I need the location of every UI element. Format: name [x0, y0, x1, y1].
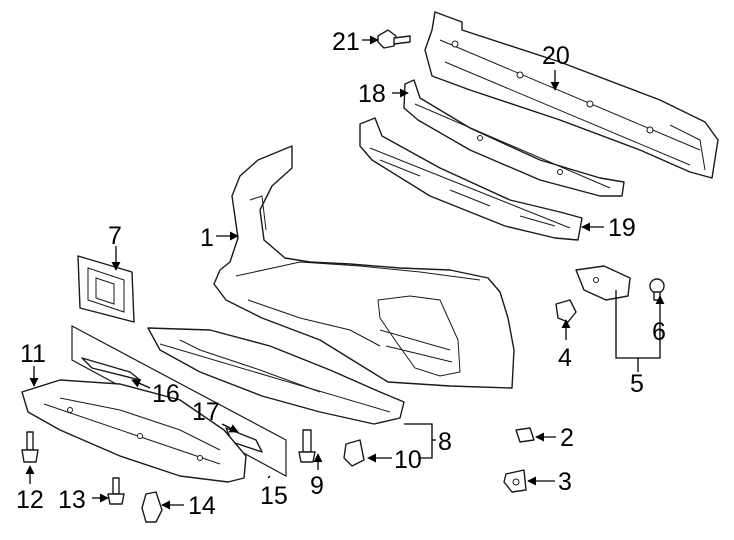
- callout-19: 19: [608, 214, 636, 242]
- part-2-nut: [515, 427, 535, 443]
- callout-labels: 1 2 3 4 5 6 7 8 9 10 11 12 13 14 15 16 1…: [16, 28, 666, 520]
- part-6-push-pin: [649, 278, 665, 301]
- part-19-lower-absorber: [359, 117, 583, 241]
- part-13-bolt: [107, 477, 125, 505]
- callout-14: 14: [188, 492, 216, 520]
- part-21-bolt: [377, 29, 411, 49]
- leader-lines: [25, 35, 665, 510]
- callout-7: 7: [108, 222, 122, 250]
- callout-8: 8: [438, 428, 452, 456]
- part-7-license-bracket: [77, 255, 135, 323]
- part-8-lower-spoiler: [147, 327, 405, 425]
- part-4-clip: [555, 299, 577, 323]
- callout-9: 9: [310, 472, 324, 500]
- part-15-panel-outline: [71, 325, 287, 478]
- part-11-under-cover: [21, 379, 247, 483]
- callout-21: 21: [332, 28, 360, 56]
- callout-11: 11: [20, 340, 46, 368]
- callout-4: 4: [558, 344, 572, 372]
- part-18-upper-absorber: [403, 79, 625, 197]
- callout-16: 16: [152, 380, 180, 408]
- callout-18: 18: [358, 80, 386, 108]
- part-9-bolt: [298, 429, 316, 463]
- part-20-reinforcement-bar: [424, 11, 719, 179]
- part-5-side-bracket: [575, 265, 631, 301]
- callout-3: 3: [558, 468, 572, 496]
- callout-13: 13: [58, 486, 86, 514]
- part-12-bolt: [21, 431, 39, 463]
- callout-6: 6: [652, 318, 666, 346]
- callout-12: 12: [16, 486, 44, 514]
- part-1-bumper-cover: [213, 145, 515, 389]
- callout-15: 15: [260, 482, 288, 510]
- callout-1: 1: [200, 224, 214, 252]
- part-14-clip: [141, 491, 163, 523]
- callout-10: 10: [394, 446, 422, 474]
- callout-20: 20: [542, 42, 570, 70]
- callout-2: 2: [560, 424, 574, 452]
- part-10-clip: [343, 439, 365, 467]
- part-3-bracket: [503, 469, 527, 493]
- part-16-clip-strip: [81, 357, 141, 381]
- callout-17: 17: [192, 398, 220, 426]
- callout-5: 5: [630, 370, 644, 398]
